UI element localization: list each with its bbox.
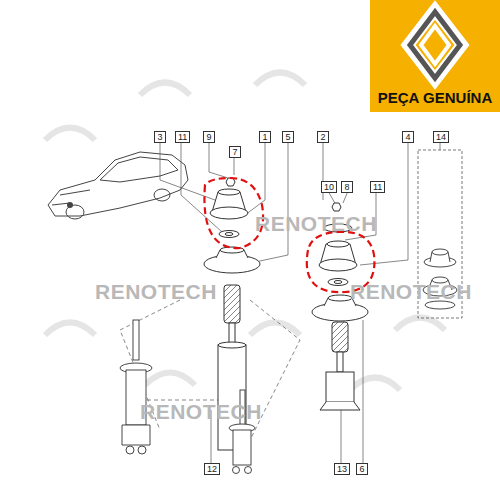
- callout-number: 6: [356, 463, 368, 475]
- callout-number: 14: [433, 131, 449, 143]
- callout-number: 7: [229, 146, 241, 158]
- callout-number: 2: [317, 131, 329, 143]
- callout-number: 8: [341, 181, 353, 193]
- callout-number: 12: [204, 463, 220, 475]
- watermark: RENOTECH: [255, 212, 377, 236]
- badge-text: PEÇA GENUÍNA: [370, 89, 500, 107]
- callout-number: 5: [282, 131, 294, 143]
- genuine-part-badge: PEÇA GENUÍNA: [370, 84, 500, 112]
- watermark: RENOTECH: [350, 280, 472, 304]
- callout-number: 10: [321, 181, 337, 193]
- callout-number: 3: [154, 131, 166, 143]
- watermark: RENOTECH: [95, 280, 217, 304]
- callout-number: 11: [370, 181, 385, 193]
- watermark: RENOTECH: [140, 400, 262, 424]
- callout-number: 9: [203, 131, 215, 143]
- callout-number: 11: [175, 131, 190, 143]
- callout-number: 13: [334, 463, 350, 475]
- callout-number: 1: [259, 131, 271, 143]
- callout-number: 4: [402, 131, 414, 143]
